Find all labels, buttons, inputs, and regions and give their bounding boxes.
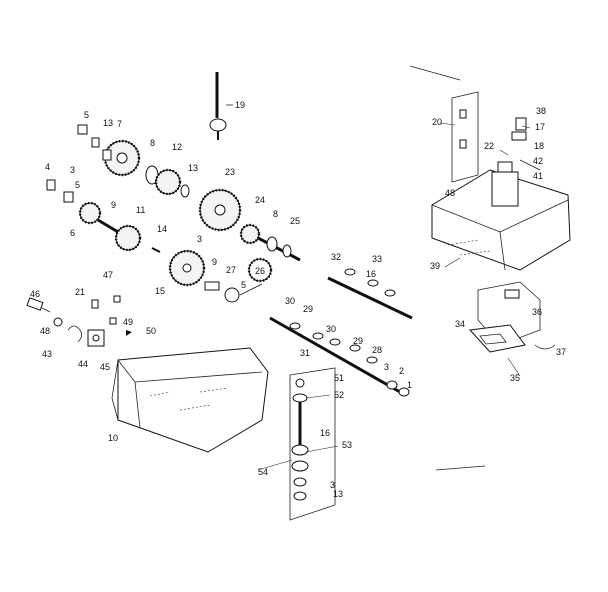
label-30: 30 <box>285 296 295 306</box>
label-13: 13 <box>333 489 343 499</box>
label-34: 34 <box>455 319 465 329</box>
label-45: 45 <box>100 362 110 372</box>
small-parts-left <box>26 295 132 347</box>
label-49: 49 <box>123 317 133 327</box>
label-54: 54 <box>258 467 268 477</box>
bracket-assembly <box>468 281 556 353</box>
label-4: 4 <box>45 162 50 172</box>
label-9: 9 <box>111 200 116 210</box>
label-39: 39 <box>430 261 440 271</box>
plunger-assembly <box>289 367 336 521</box>
label-44: 44 <box>78 359 88 369</box>
label-20: 20 <box>432 117 442 127</box>
label-50: 50 <box>146 326 156 336</box>
label-53: 53 <box>342 440 352 450</box>
motor-housing <box>409 65 571 271</box>
label-51: 51 <box>334 373 344 383</box>
label-43: 43 <box>42 349 52 359</box>
label-32: 32 <box>331 252 341 262</box>
label-27: 27 <box>226 265 236 275</box>
label-46: 46 <box>30 289 40 299</box>
label-26: 26 <box>255 266 265 276</box>
label-8: 8 <box>150 138 155 148</box>
label-38: 38 <box>536 106 546 116</box>
leader-lines <box>257 122 531 471</box>
label-37: 37 <box>556 347 566 357</box>
label-5: 5 <box>75 180 80 190</box>
label-24: 24 <box>255 195 265 205</box>
label-9: 9 <box>212 257 217 267</box>
vertical-shaft-assembly <box>209 72 233 140</box>
shaft-bar-lower <box>269 316 410 397</box>
label-28: 28 <box>372 345 382 355</box>
label-13: 13 <box>188 163 198 173</box>
label-29: 29 <box>353 336 363 346</box>
label-42: 42 <box>533 156 543 166</box>
label-19: 19 <box>235 100 245 110</box>
label-36: 36 <box>532 307 542 317</box>
label-5: 5 <box>84 110 89 120</box>
label-25: 25 <box>290 216 300 226</box>
label-13: 13 <box>103 118 113 128</box>
main-housing <box>111 347 269 453</box>
label-15: 15 <box>155 286 165 296</box>
label-16: 16 <box>366 269 376 279</box>
label-30: 30 <box>326 324 336 334</box>
printed-mark-10: 10 <box>108 433 118 443</box>
label-7: 7 <box>117 119 122 129</box>
part-labels: 1 2 3 3 3 3 4 5 5 5 6 7 8 8 9 9 11 12 13… <box>30 100 566 499</box>
label-18: 18 <box>534 141 544 151</box>
shaft-bar-upper <box>327 268 413 320</box>
label-23: 23 <box>225 167 235 177</box>
label-2: 2 <box>399 366 404 376</box>
label-48: 48 <box>40 326 50 336</box>
label-5: 5 <box>241 280 246 290</box>
label-33: 33 <box>372 254 382 264</box>
label-3: 3 <box>330 480 335 490</box>
label-3: 3 <box>197 234 202 244</box>
label-47: 47 <box>103 270 113 280</box>
label-48: 48 <box>445 188 455 198</box>
label-1: 1 <box>407 380 412 390</box>
label-6: 6 <box>70 228 75 238</box>
label-14: 14 <box>157 224 167 234</box>
label-11: 11 <box>136 205 145 215</box>
label-35: 35 <box>510 373 520 383</box>
label-29: 29 <box>303 304 313 314</box>
label-22: 22 <box>484 141 494 151</box>
label-16: 16 <box>320 428 330 438</box>
label-3: 3 <box>70 165 75 175</box>
label-17: 17 <box>535 122 545 132</box>
label-31: 31 <box>300 348 310 358</box>
label-52: 52 <box>334 390 344 400</box>
label-8: 8 <box>273 209 278 219</box>
label-41: 41 <box>533 171 543 181</box>
label-21: 21 <box>75 287 85 297</box>
label-3: 3 <box>384 362 389 372</box>
label-12: 12 <box>172 142 182 152</box>
gear-cluster <box>46 124 301 303</box>
